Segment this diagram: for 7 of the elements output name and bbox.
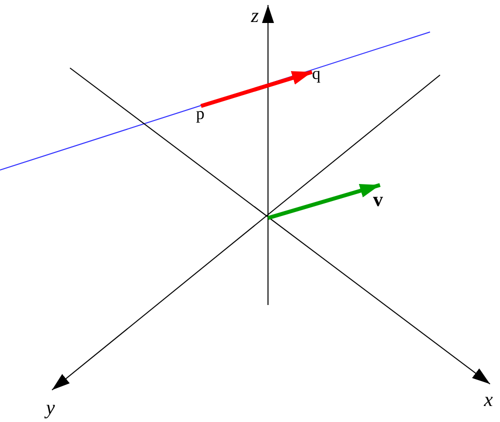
vector-label: v (373, 190, 383, 210)
point-label: q (312, 66, 320, 82)
axis-label: y (46, 398, 55, 418)
axis-label: x (484, 390, 493, 410)
vector-arrow (200, 70, 313, 108)
point-label: p (196, 106, 204, 122)
axis-label: z (251, 6, 259, 26)
